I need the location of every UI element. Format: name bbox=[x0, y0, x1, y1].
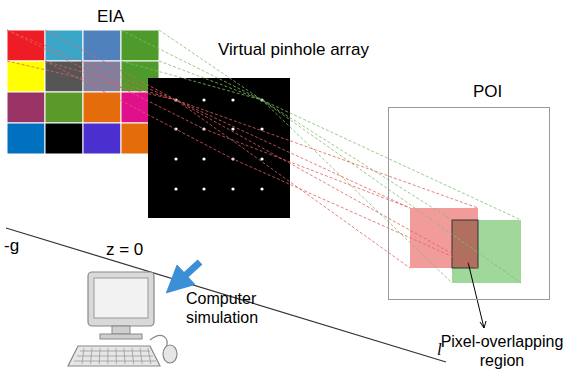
pinhole bbox=[202, 187, 205, 190]
pinhole bbox=[231, 187, 234, 190]
pinhole bbox=[231, 98, 234, 101]
ray bbox=[121, 30, 452, 220]
elemental-image bbox=[45, 123, 83, 154]
ray bbox=[159, 30, 521, 220]
elemental-image bbox=[121, 30, 159, 61]
pinhole bbox=[260, 127, 263, 130]
leader-line bbox=[468, 262, 484, 328]
elemental-image bbox=[83, 61, 121, 92]
ray bbox=[7, 30, 410, 208]
elemental-image bbox=[7, 92, 45, 123]
red-pixel bbox=[410, 208, 478, 268]
leader-head bbox=[480, 321, 486, 328]
elemental-image bbox=[7, 30, 45, 61]
process-arrow bbox=[176, 262, 200, 284]
node-label: EIA bbox=[97, 7, 124, 26]
caption-text: Computer simulation bbox=[186, 289, 270, 327]
elemental-image bbox=[45, 92, 83, 123]
pinhole bbox=[260, 187, 263, 190]
pinhole bbox=[260, 157, 263, 160]
elemental-image bbox=[45, 30, 83, 61]
pinhole-plate bbox=[148, 78, 290, 218]
elemental-image bbox=[45, 61, 83, 92]
ray bbox=[121, 61, 452, 283]
elemental-image bbox=[7, 61, 45, 92]
computer-icon bbox=[68, 272, 177, 366]
rays bbox=[7, 30, 521, 283]
ray bbox=[7, 61, 410, 268]
z-axis bbox=[6, 228, 446, 362]
elemental-image bbox=[83, 123, 121, 154]
poi-box: POI bbox=[388, 107, 550, 300]
node-label: POI bbox=[473, 82, 502, 101]
elemental-image bbox=[7, 123, 45, 154]
pinhole bbox=[202, 98, 205, 101]
ray bbox=[45, 61, 478, 268]
axis-label: l bbox=[437, 340, 442, 359]
elemental-image-array bbox=[7, 30, 159, 154]
axis-label: -g bbox=[4, 236, 19, 255]
ray bbox=[45, 61, 478, 268]
pinhole bbox=[174, 187, 177, 190]
axis-label: z = 0 bbox=[106, 240, 143, 259]
pinholes bbox=[174, 98, 263, 190]
green-pixel bbox=[452, 220, 521, 283]
pinhole bbox=[174, 157, 177, 160]
elemental-image bbox=[83, 92, 121, 123]
ray bbox=[7, 30, 410, 208]
ray bbox=[45, 30, 478, 208]
eia-node: EIA bbox=[7, 4, 159, 157]
pinhole-array-node: Virtual pinhole array bbox=[148, 78, 290, 218]
ray bbox=[159, 61, 521, 283]
pinhole bbox=[202, 157, 205, 160]
elemental-image bbox=[83, 30, 121, 61]
pinhole bbox=[231, 127, 234, 130]
callout-text: Pixel-overlapping region bbox=[424, 332, 580, 370]
node-label: Virtual pinhole array bbox=[218, 40, 369, 59]
